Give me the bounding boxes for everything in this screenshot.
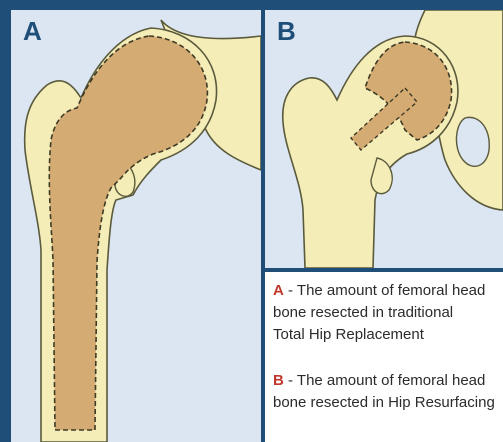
panel-b-hip-resurfacing: B [265, 10, 503, 268]
caption-b-letter: B [273, 372, 284, 389]
caption-a-line2: bone resected in traditional [273, 302, 503, 324]
femur-illustration-b [265, 10, 503, 268]
femur-illustration-a [11, 10, 261, 442]
caption-b-line1: - The amount of femoral head [284, 372, 486, 389]
panel-label-a: A [23, 18, 42, 44]
caption-b: B - The amount of femoral head bone rese… [273, 370, 503, 414]
caption-b-line2: bone resected in Hip Resurfacing [273, 392, 503, 414]
caption-a-letter: A [273, 282, 284, 299]
caption-box: A - The amount of femoral head bone rese… [265, 272, 503, 442]
panel-a-total-hip-replacement: A [11, 10, 261, 442]
panel-label-b: B [277, 18, 296, 44]
caption-a-line1: - The amount of femoral head [284, 282, 486, 299]
caption-a: A - The amount of femoral head bone rese… [273, 280, 503, 346]
caption-a-line3: Total Hip Replacement [273, 324, 503, 346]
